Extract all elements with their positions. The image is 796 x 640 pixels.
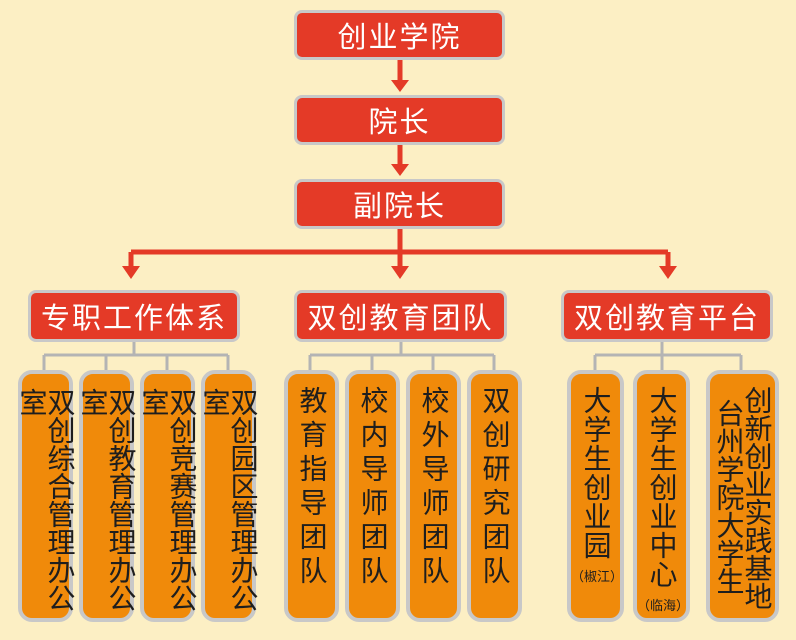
leaf-platform-2-sub: （临海） bbox=[637, 599, 690, 614]
leaf-fulltime-3: 双创竞赛管理办公室 bbox=[137, 370, 199, 622]
node-category-team: 双创教育团队 bbox=[294, 290, 507, 342]
leaf-platform-1: 大学生创业园 （椒江） bbox=[567, 370, 624, 622]
leaf-team-3: 校外导师团队 bbox=[406, 370, 461, 622]
leaf-platform-2-label: 大学生创业中心 bbox=[645, 386, 679, 589]
category-team-label: 双创教育团队 bbox=[307, 301, 494, 335]
leaf-platform-3: 创新创业实践基地 台州学院大学生 bbox=[706, 370, 779, 622]
leaf-team-2-label: 校内导师团队 bbox=[356, 386, 390, 590]
connectors-platform bbox=[593, 340, 743, 372]
node-dean-label: 院长 bbox=[368, 105, 431, 139]
leaf-team-1: 教育指导团队 bbox=[284, 370, 339, 622]
leaf-team-2: 校内导师团队 bbox=[345, 370, 400, 622]
node-dean: 院长 bbox=[294, 95, 505, 145]
leaf-team-4: 双创研究团队 bbox=[467, 370, 522, 622]
connectors-team bbox=[308, 340, 496, 372]
arrowhead-fulltime bbox=[122, 266, 140, 279]
leaf-fulltime-1: 双创综合管理办公室 bbox=[15, 370, 77, 622]
node-category-platform: 双创教育平台 bbox=[561, 290, 773, 342]
arrowhead-vice-dean bbox=[391, 164, 409, 176]
leaf-platform-1-sub: （椒江） bbox=[571, 570, 624, 585]
leaf-fulltime-2: 双创教育管理办公室 bbox=[76, 370, 138, 622]
leaf-fulltime-4: 双创园区管理办公室 bbox=[198, 370, 260, 622]
arrowhead-platform bbox=[659, 266, 677, 279]
connectors-fulltime bbox=[42, 340, 230, 372]
category-fulltime-label: 专职工作体系 bbox=[40, 301, 227, 335]
leaf-team-1-label: 教育指导团队 bbox=[295, 386, 329, 590]
arrowhead-dean bbox=[391, 80, 409, 92]
category-platform-label: 双创教育平台 bbox=[573, 301, 760, 335]
leaf-fulltime-3-label: 双创竞赛管理办公室 bbox=[137, 388, 199, 612]
leaf-platform-1-label: 大学生创业园 bbox=[579, 386, 613, 560]
leaf-fulltime-4-label: 双创园区管理办公室 bbox=[198, 388, 260, 612]
leaf-team-4-label: 双创研究团队 bbox=[478, 386, 512, 590]
leaf-platform-3-col-left: 台州学院大学生 bbox=[712, 399, 746, 595]
leaf-fulltime-2-label: 双创教育管理办公室 bbox=[76, 388, 138, 612]
node-college: 创业学院 bbox=[294, 10, 505, 60]
leaf-team-3-label: 校外导师团队 bbox=[417, 386, 451, 590]
node-vice-dean: 副院长 bbox=[294, 179, 505, 229]
node-category-fulltime: 专职工作体系 bbox=[28, 290, 240, 342]
node-college-label: 创业学院 bbox=[337, 20, 462, 54]
leaf-platform-3-columns: 创新创业实践基地 台州学院大学生 bbox=[712, 386, 774, 610]
leaf-platform-2: 大学生创业中心 （临海） bbox=[633, 370, 690, 622]
node-vice-dean-label: 副院长 bbox=[352, 189, 446, 223]
arrowhead-team bbox=[391, 266, 409, 279]
leaf-platform-3-col-right: 创新创业实践基地 bbox=[740, 386, 774, 610]
leaf-fulltime-1-label: 双创综合管理办公室 bbox=[15, 388, 77, 612]
